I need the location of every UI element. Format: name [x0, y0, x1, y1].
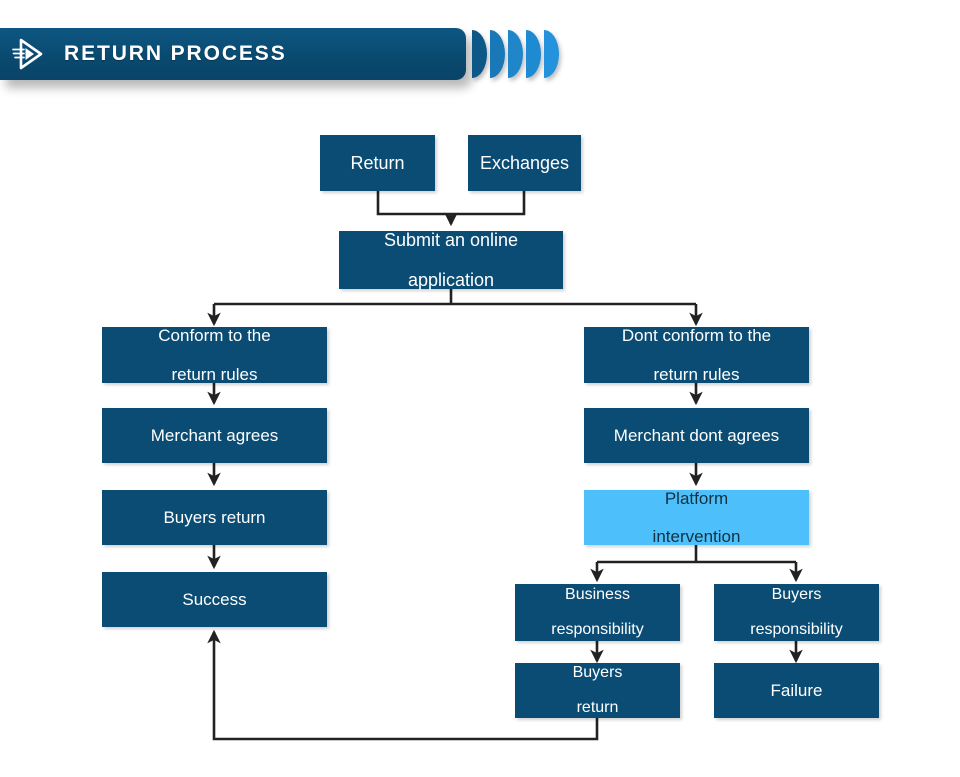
- header-decorative-stripes: [472, 30, 562, 80]
- node-business-responsibility-line2: responsibility: [551, 621, 644, 639]
- node-submit-application[interactable]: Submit an online application: [339, 229, 563, 291]
- header-banner: RETURN PROCESS: [0, 28, 466, 80]
- node-merchant-agrees-label: Merchant agrees: [150, 425, 279, 445]
- node-failure-label: Failure: [770, 680, 823, 700]
- node-merchant-dont-agrees[interactable]: Merchant dont agrees: [584, 408, 809, 463]
- node-business-responsibility-line1: Business: [565, 585, 630, 603]
- node-submit-application-line1: Submit an online: [383, 229, 519, 250]
- node-return[interactable]: Return: [320, 135, 435, 191]
- node-merchant-dont-agrees-label: Merchant dont agrees: [613, 425, 780, 445]
- node-business-responsibility[interactable]: Business responsibility: [515, 584, 680, 641]
- node-return-label: Return: [350, 152, 405, 173]
- node-buyers-return-left-label: Buyers return: [163, 507, 266, 527]
- stripe-2: [490, 30, 505, 78]
- node-platform-intervention-line2: intervention: [652, 527, 741, 547]
- node-success-label: Success: [182, 589, 247, 609]
- play-arrow-motion-icon: [12, 38, 43, 70]
- node-failure[interactable]: Failure: [714, 663, 879, 718]
- node-buyers-return-left[interactable]: Buyers return: [102, 490, 327, 545]
- node-platform-intervention[interactable]: Platform intervention: [584, 488, 809, 547]
- node-success[interactable]: Success: [102, 572, 327, 627]
- node-conform-rules-line2: return rules: [171, 364, 258, 384]
- page-title: RETURN PROCESS: [64, 42, 287, 65]
- edge-return-exchanges-merge: [376, 191, 526, 216]
- node-buyers-responsibility-line2: responsibility: [750, 621, 843, 639]
- node-exchanges[interactable]: Exchanges: [468, 135, 581, 191]
- node-buyers-return-bottom-line1: Buyers: [572, 663, 623, 681]
- node-buyers-responsibility-line1: Buyers: [771, 585, 822, 603]
- node-dont-conform-rules-line2: return rules: [653, 364, 740, 384]
- node-platform-intervention-line1: Platform: [664, 488, 729, 508]
- node-submit-application-line2: application: [407, 270, 495, 291]
- stripe-1: [472, 30, 487, 78]
- node-buyers-responsibility[interactable]: Buyers responsibility: [714, 584, 879, 641]
- node-dont-conform-rules[interactable]: Dont conform to the return rules: [584, 326, 809, 384]
- node-buyers-return-bottom-line2: return: [576, 699, 619, 717]
- node-buyers-return-bottom[interactable]: Buyers return: [515, 663, 680, 718]
- node-merchant-agrees[interactable]: Merchant agrees: [102, 408, 327, 463]
- stripe-3: [508, 30, 523, 78]
- node-dont-conform-rules-line1: Dont conform to the: [621, 326, 772, 346]
- node-conform-rules-line1: Conform to the: [158, 326, 271, 346]
- stripe-4: [526, 30, 541, 78]
- node-exchanges-label: Exchanges: [479, 152, 570, 173]
- node-conform-rules[interactable]: Conform to the return rules: [102, 326, 327, 384]
- stripe-5: [544, 30, 559, 78]
